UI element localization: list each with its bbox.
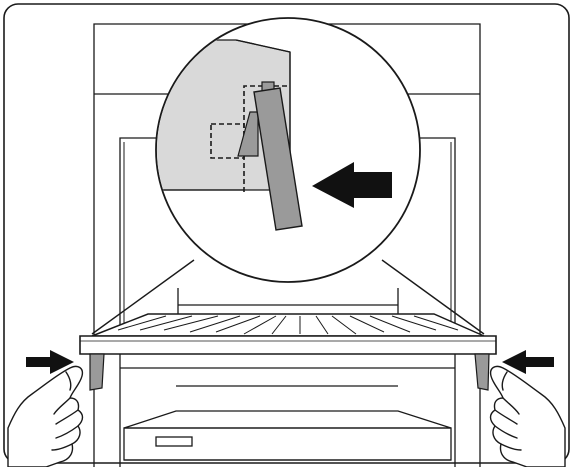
right-bracket xyxy=(475,354,489,390)
shelf-front-edge xyxy=(80,336,496,354)
shelf-surface xyxy=(92,314,484,336)
left-bracket xyxy=(90,354,104,390)
glass-shelf xyxy=(80,314,496,354)
